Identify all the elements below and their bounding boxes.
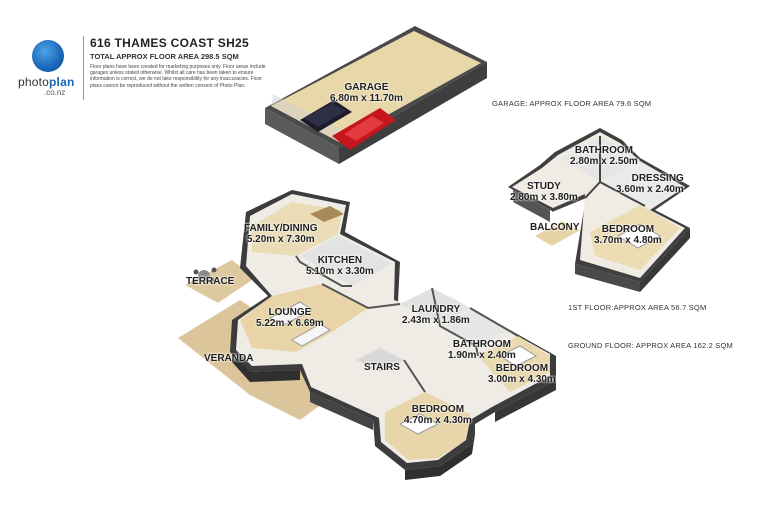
room-dims: 3.60m x 2.40m <box>616 184 684 195</box>
room-label-stairs: STAIRS <box>364 362 400 373</box>
logo-word-plan: plan <box>49 75 75 89</box>
room-dims: 1.90m x 2.40m <box>448 350 516 361</box>
room-name: BATHROOM <box>574 145 633 156</box>
room-name: GARAGE <box>344 82 389 93</box>
room-label-bathroom-upper: BATHROOM 2.80m x 2.50m <box>570 145 638 167</box>
logo-word-photo: photo <box>18 75 50 89</box>
header-divider <box>83 36 84 100</box>
room-name: BEDROOM <box>495 363 549 374</box>
room-dims: 3.00m x 4.30m <box>488 374 556 385</box>
ground-floor-area-caption: GROUND FLOOR: APPROX AREA 162.2 SQM <box>568 341 733 350</box>
room-name: STAIRS <box>364 362 400 373</box>
room-name: DRESSING <box>631 173 684 184</box>
room-dims: 2.43m x 1.86m <box>402 315 470 326</box>
room-label-balcony: BALCONY <box>530 222 579 233</box>
room-label-bedroom-upper: BEDROOM 3.70m x 4.80m <box>594 224 662 246</box>
garage-plan <box>265 26 487 164</box>
header-block: 616 THAMES COAST SH25 TOTAL APPROX FLOOR… <box>90 36 275 89</box>
logo-domain: .co.nz <box>44 88 66 97</box>
logo-wordmark: photoplan <box>18 75 75 89</box>
room-dims: 2.80m x 2.50m <box>570 156 638 167</box>
room-label-laundry: LAUNDRY 2.43m x 1.86m <box>402 304 470 326</box>
garage-area-caption: GARAGE: APPROX FLOOR AREA 79.6 SQM <box>492 99 652 108</box>
room-label-family-dining: FAMILY/DINING 5.20m x 7.30m <box>244 223 318 245</box>
room-label-bedroom-1: BEDROOM 4.70m x 4.30m <box>404 404 472 426</box>
room-label-dressing: DRESSING 3.60m x 2.40m <box>616 173 684 195</box>
ground-floor-plan <box>178 190 662 480</box>
room-dims: 3.70m x 4.80m <box>594 235 662 246</box>
room-name: BALCONY <box>530 222 580 233</box>
room-dims: 5.20m x 7.30m <box>246 234 315 245</box>
room-dims: 5.10m x 3.30m <box>306 266 374 277</box>
room-label-terrace: TERRACE <box>186 276 234 287</box>
room-dims: 5.22m x 6.69m <box>256 318 324 329</box>
room-name: LAUNDRY <box>411 304 461 315</box>
room-name: BEDROOM <box>411 404 465 415</box>
room-name: STUDY <box>526 181 561 192</box>
logo-house-icon <box>32 40 64 72</box>
room-dims: 2.80m x 3.80m <box>510 192 578 203</box>
room-label-veranda: VERANDA <box>204 353 253 364</box>
total-area: TOTAL APPROX FLOOR AREA 298.5 SQM <box>90 52 239 61</box>
room-name: BATHROOM <box>452 339 511 350</box>
page-title: 616 THAMES COAST SH25 <box>90 36 250 50</box>
room-dims: 4.70m x 4.30m <box>404 415 472 426</box>
room-name: TERRACE <box>186 276 235 287</box>
room-dims: 6.80m x 11.70m <box>330 93 403 104</box>
room-name: KITCHEN <box>317 255 363 266</box>
room-label-lounge: LOUNGE 5.22m x 6.69m <box>256 307 324 329</box>
room-name: BEDROOM <box>601 224 655 235</box>
room-name: FAMILY/DINING <box>244 223 318 234</box>
room-label-bedroom-2: BEDROOM 3.00m x 4.30m <box>488 363 556 385</box>
first-floor-area-caption: 1ST FLOOR:APPROX AREA 56.7 SQM <box>568 303 707 312</box>
room-label-bathroom-ground: BATHROOM 1.90m x 2.40m <box>448 339 516 361</box>
room-label-study: STUDY 2.80m x 3.80m <box>510 181 578 203</box>
room-name: LOUNGE <box>268 307 312 318</box>
room-name: VERANDA <box>204 353 254 364</box>
disclaimer-text: Floor plans have been created for market… <box>90 64 266 89</box>
room-label-kitchen: KITCHEN 5.10m x 3.30m <box>306 255 374 277</box>
room-label-garage: GARAGE 6.80m x 11.70m <box>330 82 403 104</box>
